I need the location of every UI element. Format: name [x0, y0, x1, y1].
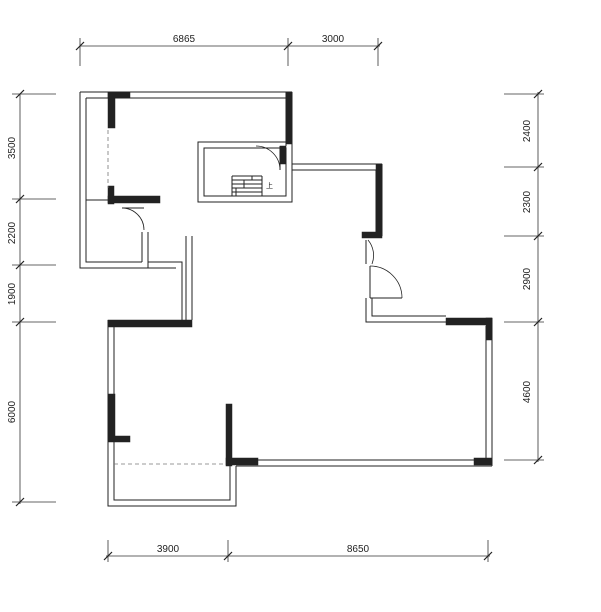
door-entrance-lower — [369, 265, 403, 299]
dim-right-4: 4600 — [522, 380, 533, 403]
dim-top-2: 3000 — [322, 34, 345, 45]
dim-bottom-1: 3900 — [157, 544, 180, 555]
dim-right-1: 2400 — [522, 119, 533, 142]
dim-right-2: 2300 — [522, 190, 533, 213]
dashed-lines — [107, 130, 226, 465]
dim-left-1: 3500 — [7, 136, 18, 159]
door-entrance-upper — [367, 239, 374, 265]
dimension-left: 3500 2200 1900 6000 — [7, 89, 56, 507]
door-left-room — [121, 207, 145, 231]
dim-left-3: 1900 — [7, 282, 18, 305]
dimension-right: 2400 2300 2900 4600 — [504, 89, 544, 465]
dimension-bottom: 3900 8650 — [103, 540, 493, 562]
doors — [121, 207, 403, 299]
stair-up-label: 上 — [266, 181, 273, 190]
stair-treads — [231, 175, 263, 196]
solid-walls — [107, 91, 493, 467]
stair-room: 上 — [197, 141, 293, 203]
dim-top-1: 6865 — [173, 34, 196, 45]
dim-left-2: 2200 — [7, 221, 18, 244]
dimension-top: 6865 3000 — [75, 34, 383, 66]
dim-left-4: 6000 — [7, 400, 18, 423]
dim-bottom-2: 8650 — [347, 544, 370, 555]
dim-right-3: 2900 — [522, 267, 533, 290]
